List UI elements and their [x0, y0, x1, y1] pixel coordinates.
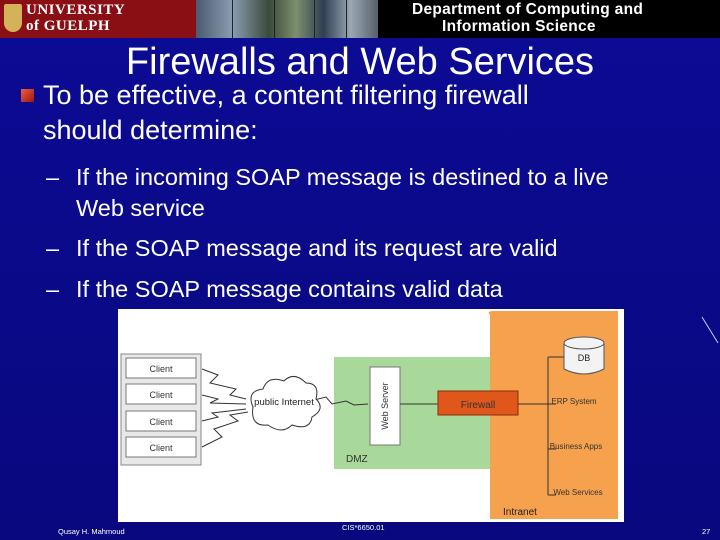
- department-name: Department of Computing and Information …: [378, 0, 720, 38]
- dash: –: [46, 164, 60, 190]
- client-box: Client: [125, 357, 197, 379]
- dept-line2: Information Science: [442, 18, 596, 35]
- db-label: DB: [578, 353, 591, 363]
- dash: –: [46, 235, 60, 261]
- header-banner: UNIVERSITY of GUELPH Department of Compu…: [0, 0, 720, 38]
- link-line: [201, 368, 247, 400]
- database-icon: [563, 336, 605, 375]
- client-box: Client: [125, 436, 197, 458]
- link-line: [201, 411, 249, 448]
- main-bullet-line1: To be effective, a content filtering fir…: [43, 80, 529, 110]
- erp-label: ERP System: [551, 397, 597, 406]
- link-line: [201, 408, 247, 422]
- client-label: Client: [149, 390, 173, 400]
- dept-line1: Department of Computing and: [412, 1, 644, 18]
- footer-author: Qusay H. Mahmoud: [58, 527, 125, 536]
- business-apps-label: Business Apps: [550, 442, 602, 451]
- main-bullet: To be effective, a content filtering fir…: [43, 78, 703, 148]
- link-line: [201, 394, 247, 405]
- dash: –: [46, 276, 60, 302]
- firewall-box: [437, 390, 519, 416]
- cloud-label: public Internet: [254, 397, 314, 408]
- link-line: [309, 396, 369, 406]
- dmz-label: DMZ: [346, 454, 368, 465]
- footer-course: CIS*6650.01: [342, 523, 385, 532]
- web-services-label: Web Services: [553, 488, 602, 497]
- slide-title: Firewalls and Web Services: [125, 41, 595, 83]
- decorative-line: [701, 316, 719, 344]
- erp-label-text: ERP System: [551, 397, 597, 406]
- main-bullet-line2: should determine:: [43, 115, 258, 145]
- shield-icon: [4, 4, 22, 32]
- sub-bullet-3-text: If the SOAP message contains valid data: [76, 276, 503, 302]
- web-server-label: Web Server: [380, 382, 390, 429]
- firewall-label: Firewall: [461, 400, 495, 411]
- client-label: Client: [149, 443, 173, 453]
- sub-bullet-2: –If the SOAP message and its request are…: [46, 233, 558, 264]
- campus-photo-strip: [196, 0, 378, 38]
- sub-bullet-1: –If the incoming SOAP message is destine…: [46, 162, 609, 193]
- client-box: Client: [125, 410, 197, 432]
- client-label: Client: [149, 364, 173, 374]
- client-box: Client: [125, 383, 197, 405]
- sub-bullet-1-text: If the incoming SOAP message is destined…: [76, 164, 609, 190]
- university-logo: UNIVERSITY of GUELPH: [0, 0, 196, 38]
- web-server-box: [369, 366, 401, 446]
- page-number: 27: [702, 527, 711, 536]
- sub-bullet-3: –If the SOAP message contains valid data: [46, 274, 503, 305]
- internet-cloud-icon: [250, 376, 321, 431]
- client-label: Client: [149, 417, 173, 427]
- logo-line1: UNIVERSITY: [26, 2, 126, 18]
- network-diagram: Client Client Client Client public Inter…: [118, 309, 624, 522]
- sub-bullet-1-continuation: Web service: [76, 195, 205, 221]
- logo-line2: of GUELPH: [26, 18, 111, 34]
- sub-bullet-2-text: If the SOAP message and its request are …: [76, 235, 558, 261]
- bullet-square-icon: [21, 89, 34, 102]
- intranet-label: Intranet: [503, 507, 537, 518]
